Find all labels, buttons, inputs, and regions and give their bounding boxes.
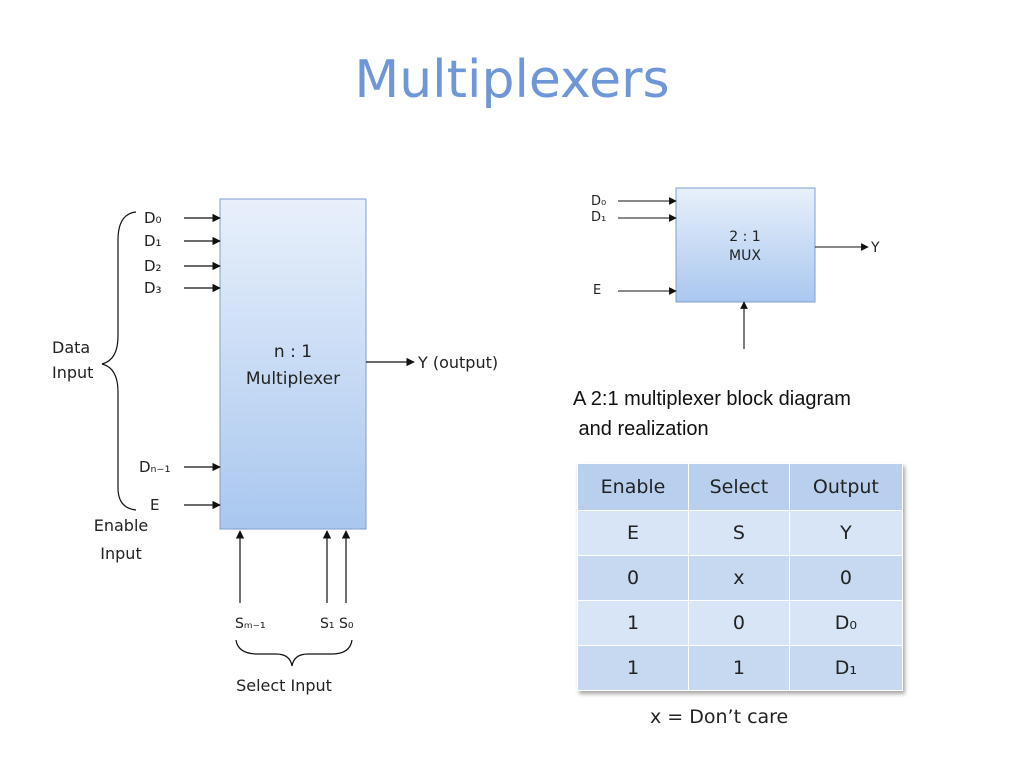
diagram-caption: A 2:1 multiplexer block diagram and real…: [573, 384, 953, 444]
mux-2-arrows: [618, 197, 869, 349]
table-cell: Y: [788, 510, 904, 556]
header-output: Output: [788, 463, 904, 511]
caption-line-2: and realization: [573, 418, 709, 440]
mux-2-block: [675, 187, 816, 303]
input-d2-label: D₂: [144, 257, 162, 275]
table-cell: 0: [688, 600, 790, 646]
mux-n-name: Multiplexer: [246, 369, 340, 389]
slide-title: Multiplexers: [354, 50, 670, 110]
mux-2-ratio: 2 : 1: [729, 229, 760, 245]
table-row: 1 0 D₀: [576, 600, 904, 646]
select-sm-label: Sₘ₋₁: [235, 616, 266, 632]
mux-2-input-d0: D₀: [591, 194, 606, 209]
header-select: Select: [688, 463, 790, 511]
input-dn-label: Dₙ₋₁: [139, 458, 170, 476]
input-d3-label: D₃: [144, 279, 162, 297]
table-cell: S: [688, 510, 790, 556]
table-cell: 0: [788, 555, 904, 601]
mux-2-input-d1: D₁: [591, 210, 606, 225]
input-e-label: E: [150, 496, 159, 514]
mux-2-name: MUX: [729, 248, 761, 264]
table-cell: 0: [576, 555, 690, 601]
table-cell: D₁: [788, 645, 904, 691]
table-row: E S Y: [576, 510, 904, 556]
select-input-label: Select Input: [236, 676, 332, 695]
table-cell: D₀: [788, 600, 904, 646]
mux-n-input-arrows: [184, 213, 221, 510]
input-d0-label: D₀: [144, 209, 162, 227]
mux-2-output-y: Y: [870, 240, 880, 256]
truth-table: Enable Select Output E S Y 0 x 0 1 0 D₀ …: [576, 463, 904, 691]
data-input-brace: [101, 211, 137, 511]
select-s1-label: S₁: [320, 616, 335, 632]
select-input-brace: [235, 639, 353, 667]
table-row: 0 x 0: [576, 555, 904, 601]
dont-care-footnote: x = Don’t care: [650, 706, 789, 728]
header-enable: Enable: [576, 463, 690, 511]
table-cell: 1: [688, 645, 790, 691]
enable-input-label-2: Input: [100, 544, 141, 563]
mux-n-ratio: n : 1: [274, 342, 312, 362]
mux-n-output-label: Y (output): [417, 353, 498, 372]
select-s0-label: S₀: [339, 616, 354, 632]
input-d1-label: D₁: [144, 232, 162, 250]
mux-n-select-arrows: [235, 530, 351, 603]
table-row: 1 1 D₁: [576, 645, 904, 691]
enable-input-label-1: Enable: [94, 516, 149, 535]
mux-2-input-e: E: [593, 283, 601, 298]
caption-line-1: A 2:1 multiplexer block diagram: [573, 388, 851, 410]
table-cell: 1: [576, 600, 690, 646]
truth-table-header: Enable Select Output: [576, 463, 904, 511]
data-input-label-1: Data: [52, 338, 90, 357]
mux-n-block: [219, 198, 367, 530]
data-input-label-2: Input: [52, 363, 93, 382]
table-cell: x: [688, 555, 790, 601]
table-cell: 1: [576, 645, 690, 691]
table-cell: E: [576, 510, 690, 556]
